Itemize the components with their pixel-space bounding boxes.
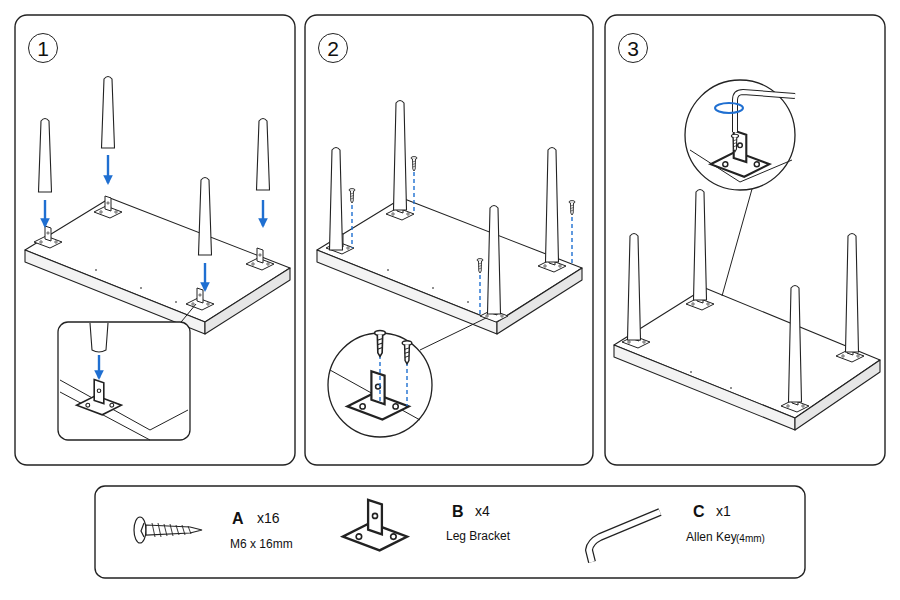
detail-inset [685,80,795,190]
leg-bracket [186,288,214,310]
step-number: 2 [318,33,348,63]
leg-bracket [94,196,122,218]
screw [477,259,483,273]
tabletop [25,198,290,334]
part-label: (4mm) [736,533,765,544]
step-panel [605,15,885,465]
part-label: Leg Bracket [446,530,510,543]
bracket-icon [343,500,407,551]
leader-line [722,189,752,296]
part-label: x16 [257,511,280,526]
part-label: Allen Key [686,531,737,544]
screw [411,157,417,171]
step-number: 3 [618,33,648,63]
part-label: x1 [716,504,731,519]
part-letter: A [232,510,244,528]
step-number-text: 2 [327,38,339,59]
screw-path [352,172,572,316]
table-leg [39,77,270,256]
table-leg [628,190,859,403]
detail-inset [58,322,190,440]
table-leg [330,101,559,315]
part-label: x4 [475,504,490,519]
detail-inset [328,330,432,437]
tabletop [614,288,880,430]
screw [349,189,355,203]
leg-bracket [34,226,62,248]
step-panel [15,15,295,465]
parts-box [95,486,805,578]
leg-bracket [246,248,274,270]
tabletop [317,198,582,334]
part-letter: B [452,503,464,521]
insert-arrow [45,155,263,290]
step-number: 1 [28,33,58,63]
screw [569,201,575,215]
leader-line [420,318,486,350]
part-letter: C [693,503,705,521]
part-label: M6 x 16mm [230,538,293,551]
step-panel [305,15,593,465]
screw-icon [134,517,202,543]
allen-key-icon [589,512,660,562]
step-number-text: 3 [627,38,639,59]
step-number-text: 1 [37,38,49,59]
